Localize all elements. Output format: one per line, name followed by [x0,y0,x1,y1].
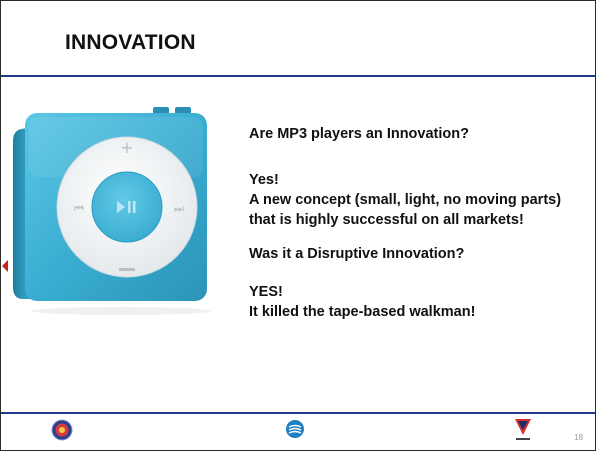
round-seal-logo [51,419,73,446]
answer-yes-caps-heading: YES! [249,284,283,300]
svg-text:⏮: ⏮ [74,202,84,215]
pointer-arrow-icon [1,259,9,278]
page-number: 18 [574,433,583,442]
footer-rule [1,412,595,414]
svg-text:⏭: ⏭ [174,202,184,215]
answer-yes-body: A new concept (small, light, no moving p… [249,192,562,228]
answer-yes-heading: Yes! [249,172,279,188]
slide-title: INNOVATION [65,31,196,54]
tubitak-logo [513,417,533,448]
question-mp3: Are MP3 players an Innovation? [249,126,469,142]
mp3-player-icon: + ⏮ ⏭ [3,101,229,331]
svg-text:+: + [120,138,133,157]
answer-yes-caps-body: It killed the tape-based walkman! [249,304,476,320]
question-disruptive: Was it a Disruptive Innovation? [249,246,465,262]
tmi-logo [285,419,305,444]
slide-content: Are MP3 players an Innovation? Yes! A ne… [249,124,589,322]
title-bar: INNOVATION [1,1,595,77]
